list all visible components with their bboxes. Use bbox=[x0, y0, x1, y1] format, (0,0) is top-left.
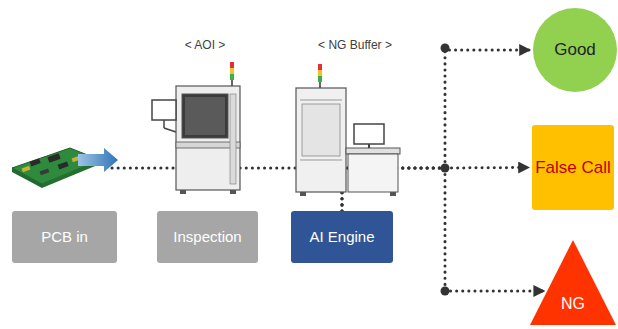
input-arrow bbox=[78, 148, 118, 172]
result-triangle: NG bbox=[530, 240, 616, 325]
triangle-outline bbox=[530, 240, 616, 325]
flow-connector bbox=[342, 50, 530, 211]
process-box: Inspection bbox=[157, 211, 258, 263]
ng-buffer-machine bbox=[296, 64, 400, 196]
node-text: False Call bbox=[535, 158, 611, 178]
machine-label: < NG Buffer > bbox=[318, 38, 392, 52]
node-text: Inspection bbox=[173, 228, 241, 245]
junction-dots bbox=[441, 44, 450, 296]
node-text: AI Engine bbox=[309, 228, 374, 245]
node-text: Good bbox=[554, 40, 596, 60]
result-circle: Good bbox=[533, 8, 617, 92]
aoi-machine bbox=[152, 62, 240, 194]
machine-label: < AOI > bbox=[185, 38, 226, 52]
result-box: False Call bbox=[532, 125, 614, 210]
node-text: PCB in bbox=[41, 228, 88, 245]
engine-box: AI Engine bbox=[291, 211, 393, 263]
node-text: NG bbox=[561, 295, 585, 313]
process-box: PCB in bbox=[12, 211, 117, 263]
